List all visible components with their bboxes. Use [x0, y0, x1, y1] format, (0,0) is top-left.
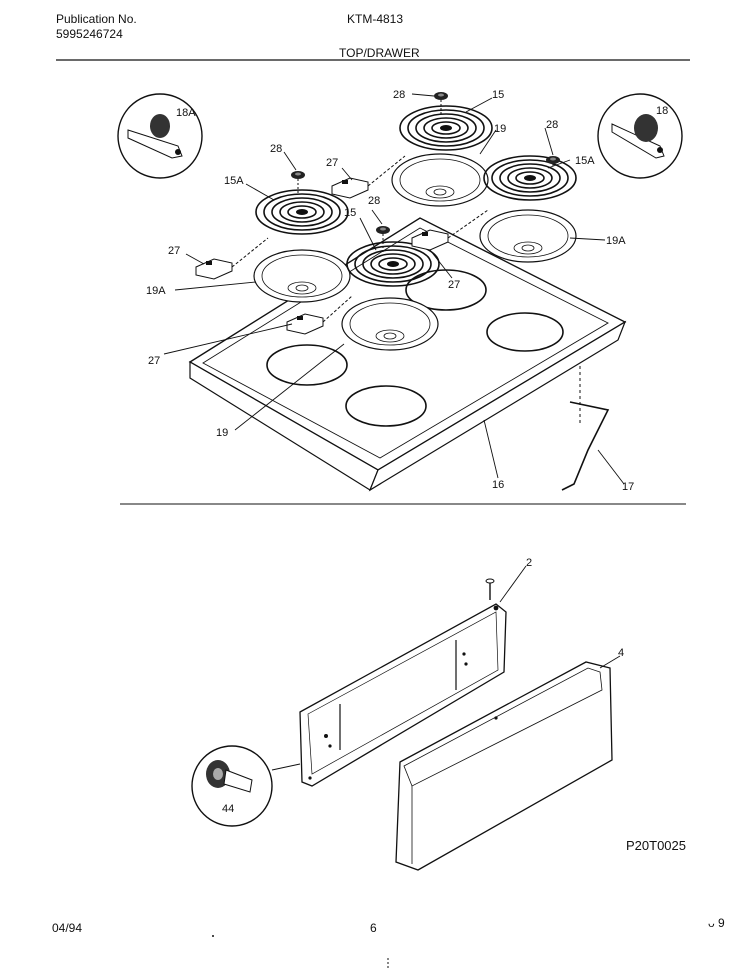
- surface-element-15-rear: [399, 105, 493, 151]
- nut-28-left: [291, 171, 305, 179]
- callout-15a-left: 15A: [224, 175, 244, 187]
- callout-19-lower: 19: [216, 427, 228, 439]
- footer-mark: ᴗ 9: [708, 916, 725, 930]
- footer-date: 04/94: [52, 921, 83, 935]
- footer-page-number: 6: [370, 921, 377, 935]
- callout-17: 17: [622, 481, 634, 493]
- leader-lines-upper: [163, 93, 625, 485]
- callout-19a-left: 19A: [146, 285, 166, 297]
- callout-28-mid: 28: [368, 195, 380, 207]
- callout-44: 44: [222, 803, 234, 815]
- detail-circle-44: [191, 745, 301, 827]
- callout-15a-right: 15A: [575, 155, 595, 167]
- callout-16: 16: [492, 479, 504, 491]
- figure-code: P20T0025: [626, 838, 686, 853]
- drip-pan-19-rear: [391, 153, 489, 207]
- callout-27-lower: 27: [148, 355, 160, 367]
- drawer-front-4: [395, 661, 613, 871]
- detail-circle-18a: [117, 93, 203, 179]
- drip-pan-19a-right: [479, 209, 577, 263]
- model-number: KTM-4813: [347, 12, 404, 26]
- nut-28-right: [546, 156, 560, 164]
- callout-4: 4: [618, 647, 624, 659]
- section-title: TOP/DRAWER: [339, 46, 420, 60]
- publication-label: Publication No.: [56, 12, 137, 26]
- callout-28-top: 28: [393, 89, 405, 101]
- callout-28-left: 28: [270, 143, 282, 155]
- cooktop-panel: [188, 217, 627, 492]
- publication-number: 5995246724: [56, 27, 123, 41]
- nut-28-mid: [376, 226, 390, 234]
- nut-28-top: [434, 92, 448, 100]
- detail-circle-18: [597, 93, 683, 179]
- callout-15-top: 15: [492, 89, 504, 101]
- callout-27-left: 27: [168, 245, 180, 257]
- callout-18a: 18A: [176, 107, 196, 119]
- surface-element-15a-left: [255, 189, 349, 235]
- callout-28-right: 28: [546, 119, 558, 131]
- callout-2: 2: [526, 557, 532, 569]
- support-rod-17: [561, 366, 610, 491]
- callout-19a-right: 19A: [606, 235, 626, 247]
- drawer-back-panel-2: [299, 603, 507, 787]
- callout-27-upper: 27: [326, 157, 338, 169]
- callout-15-mid: 15: [344, 207, 356, 219]
- callout-19-top: 19: [494, 123, 506, 135]
- callout-18: 18: [656, 105, 668, 117]
- callout-27-right: 27: [448, 279, 460, 291]
- drip-pan-19a-left: [253, 249, 351, 303]
- drip-pan-19-front: [341, 297, 439, 351]
- screw-icon: [485, 578, 495, 600]
